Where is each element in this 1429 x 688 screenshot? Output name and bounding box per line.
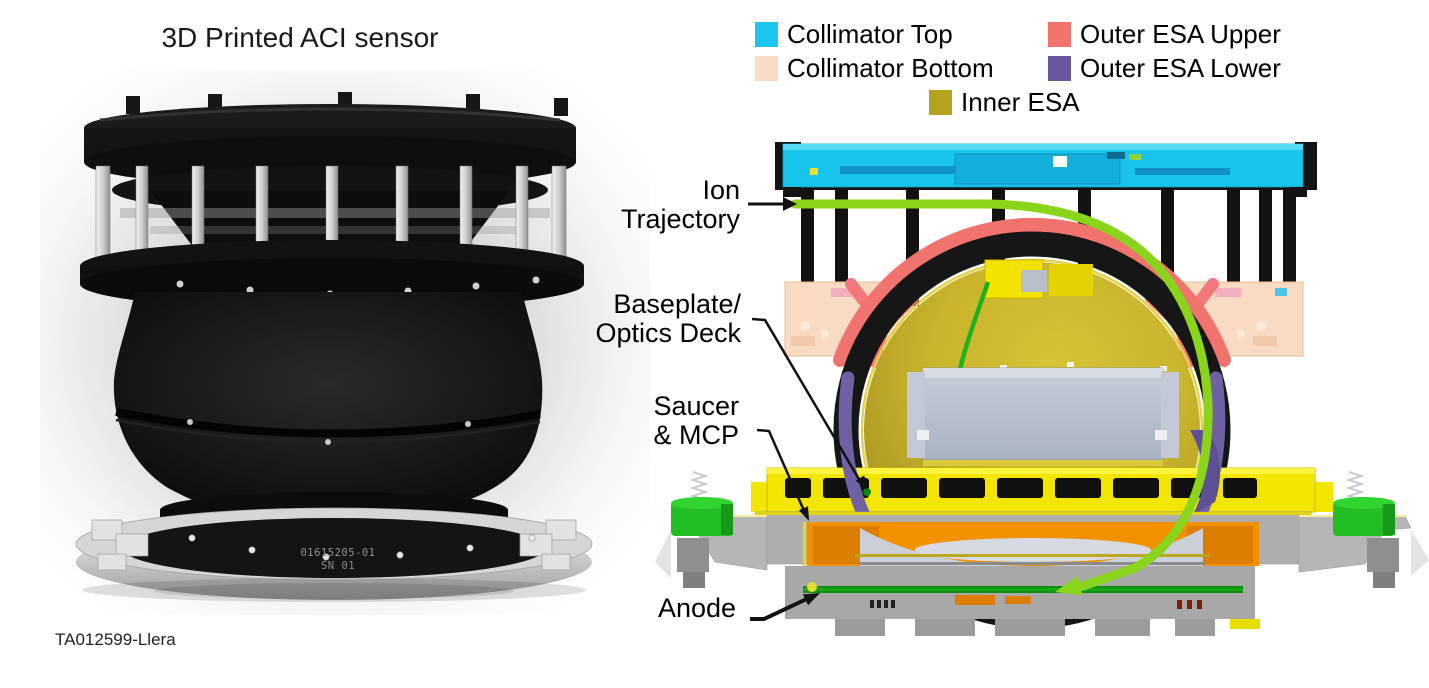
optics-deck: [751, 467, 1333, 513]
label-baseplate-optics-deck: Baseplate/ Optics Deck: [580, 290, 741, 348]
sensor-body: [113, 292, 543, 510]
spring-left: [689, 470, 709, 502]
legend-swatch-collimator-bottom: [755, 55, 778, 81]
figure-id-caption: TA012599-Llera: [55, 630, 176, 649]
bushing-right: [1333, 502, 1395, 536]
label-ion-line2: Trajectory: [620, 204, 740, 234]
outer-esa-upper-shell: [833, 218, 1231, 367]
legend-label-inner-esa: Inner ESA: [961, 87, 1080, 117]
legend-swatch-outer-esa-lower: [1048, 55, 1071, 81]
legend-swatch-inner-esa: [929, 89, 952, 115]
anode-arrow-line: [750, 594, 814, 621]
ion-label-arrowhead: [783, 197, 797, 211]
label-leader-lines: [748, 197, 867, 621]
photo-title: 3D Printed ACI sensor: [161, 22, 439, 53]
mounting-flange-left: [655, 470, 768, 588]
baseplate-leader-line: [751, 317, 865, 487]
label-anode: Anode: [658, 593, 737, 623]
legend-label-outer-esa-upper: Outer ESA Upper: [1080, 19, 1281, 49]
bracket-left: [91, 519, 149, 571]
label-baseplate-line1: Baseplate/: [613, 289, 741, 319]
bracket-right: [519, 519, 577, 571]
ion-trajectory-path: [790, 199, 1213, 596]
label-saucer-line2: & MCP: [653, 420, 739, 450]
legend-item-outer-esa-upper: Outer ESA Upper: [1048, 20, 1281, 48]
label-ion-line1: Ion: [702, 175, 740, 205]
aci-sensor-photo: 01615205-01 SN 01: [40, 70, 650, 615]
legend-label-collimator-bottom: Collimator Bottom: [787, 53, 994, 83]
label-saucer-mcp: Saucer & MCP: [620, 392, 739, 450]
legend-swatch-outer-esa-upper: [1048, 21, 1071, 47]
anode-arrowhead: [802, 593, 820, 606]
legend-swatch-collimator-top: [755, 21, 778, 47]
cross-section-diagram: [655, 142, 1429, 636]
legend-item-collimator-bottom: Collimator Bottom: [755, 54, 994, 82]
engraving-part-number: 01615205-01: [300, 547, 375, 559]
label-saucer-line1: Saucer: [653, 391, 739, 421]
collimator-top-part: [775, 142, 1317, 197]
detector-housing: [922, 367, 1164, 461]
legend-item-inner-esa: Inner ESA: [929, 88, 1080, 116]
saucer-mcp-assembly: [754, 511, 1312, 636]
legend-label-collimator-top: Collimator Top: [787, 19, 953, 49]
sensor-baseplate: 01615205-01 SN 01: [75, 492, 593, 602]
standoff-posts: [95, 165, 567, 263]
engraving-serial-number: SN 01: [321, 560, 355, 572]
saucer-leader-line: [756, 428, 807, 514]
label-baseplate-line2: Optics Deck: [595, 318, 741, 348]
ion-trajectory-arrowhead: [1055, 575, 1083, 596]
legend-item-outer-esa-lower: Outer ESA Lower: [1048, 54, 1281, 82]
legend-label-outer-esa-lower: Outer ESA Lower: [1080, 53, 1281, 83]
label-ion-trajectory: Ion Trajectory: [608, 176, 740, 234]
legend-item-collimator-top: Collimator Top: [755, 20, 953, 48]
mounting-flange-right: [1298, 470, 1429, 588]
spring-right: [1345, 470, 1365, 502]
bushing-left: [671, 502, 733, 536]
